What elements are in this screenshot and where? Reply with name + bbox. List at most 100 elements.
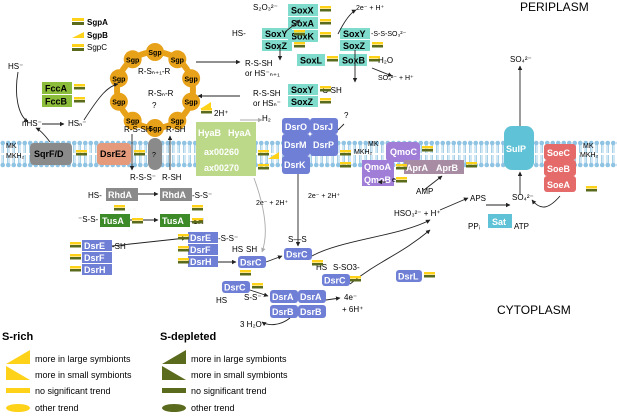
soxY1-box[interactable] [262,28,292,39]
dsrF-box[interactable] [82,252,112,263]
soeA-box[interactable] [544,176,576,192]
soxZ1-box[interactable] [262,40,292,51]
dsrJ-box[interactable] [310,118,338,134]
sqrFD-label: SqrF/D [34,149,64,159]
so4-h-label: SO₄²⁻ + H⁺ [378,75,414,82]
sat-box[interactable] [488,214,512,228]
ax00260-label: ax00260 [204,147,239,157]
dsrK-box[interactable] [282,156,310,174]
sgp-c-label: SgpC [87,43,107,52]
hyaA-box[interactable] [226,122,256,144]
sqrFD-box[interactable] [30,143,72,165]
soeC-box[interactable] [544,144,576,160]
sgp-bead-label: Sgp [126,119,139,126]
qmoB-box[interactable] [362,173,394,186]
dsrM-box[interactable] [282,134,310,156]
qmoC-box[interactable] [386,142,420,162]
soxZ3-box[interactable] [288,96,318,107]
dsrA2-box[interactable] [298,290,326,303]
dsrF-b-label: DsrF [190,245,211,255]
dsrE-b-box[interactable] [188,232,218,243]
dsrA1-box[interactable] [270,290,298,303]
dsrC1-label: DsrC [240,258,262,268]
aprB-box[interactable] [434,160,464,174]
rssh-a-label: R-S-SH [124,125,152,134]
pathway-arrows [16,9,561,327]
hs-rhd-label: HS- [88,191,102,200]
dsre-ss-label: -S-S⁻ [218,234,238,243]
soxX-box[interactable] [288,4,318,16]
sgp-bead-label: Sgp [148,126,161,133]
h3o-label: 3 H₂O [240,320,262,329]
dsrF-b-box[interactable] [188,244,218,255]
dsrL-box[interactable] [396,270,422,282]
dsrM-label: DsrM [284,140,307,150]
soxY3-box[interactable] [288,84,318,95]
thiosulfate-label: S₂O₃²⁻ [253,3,278,12]
ss-tus-label: ⁻S-S- [78,215,99,224]
trend-marker [258,150,269,156]
trend-marker [178,234,189,240]
rsh-b-label: R-SH [162,173,182,182]
aprA-label: AprA [406,163,428,173]
two-h-label: 2H⁺ [214,109,228,118]
dsrP-box[interactable] [310,134,338,156]
soeB-box[interactable] [544,160,576,176]
fccA-box[interactable] [42,82,72,94]
dsrC4-box[interactable] [222,281,250,293]
e2h-label: 2e⁻ + H⁺ [356,5,385,12]
atp-label: ATP [514,222,529,231]
globule-question: ? [152,101,157,110]
sdepl-small-label: more in small symbionts [191,370,288,380]
rhdA2-box[interactable] [160,188,192,201]
rhdA1-box[interactable] [106,188,138,201]
amp-label: AMP [416,187,433,196]
hs-soxy-label: HS- [232,29,246,38]
dsrH-b-box[interactable] [188,256,218,267]
tusA1-label: TusA [102,216,124,226]
sdepl-small-icon [162,366,186,380]
dsrB1-box[interactable] [270,305,298,318]
dsrB2-box[interactable] [298,305,326,318]
dsrO-box[interactable] [282,118,310,134]
so4-soe-label: SO₄²⁻ [512,193,534,202]
sulfur-channel [148,138,162,170]
dsrC1-box[interactable] [238,256,266,268]
tusA2-label: TusA [162,216,184,226]
dsrC2-box[interactable] [284,248,312,260]
qmoA-box[interactable] [362,160,394,173]
trend-marker [320,98,331,104]
aprA-box[interactable] [404,160,434,174]
trend-marker [320,6,331,12]
rhd-ss-label: -S-S⁻ [192,191,212,200]
trend-markers [70,6,597,289]
trend-marker [134,150,145,156]
tusA1-box[interactable] [100,214,130,227]
dsrE-box[interactable] [82,240,112,251]
soxZ2-label: SoxZ [343,41,366,51]
soxL-box[interactable] [297,54,325,66]
ax00260-box[interactable] [196,144,256,160]
e4-label: 4e⁻ [344,293,357,302]
sgp-b-label: SgpB [87,31,108,40]
soxB-box[interactable] [339,54,367,66]
soxB-label: SoxB [342,56,366,66]
soxZ1-label: SoxZ [265,41,288,51]
sulP-box[interactable] [504,126,534,170]
dsrH-b-label: DsrH [190,257,212,267]
sdepl-large-label: more in large symbionts [191,354,287,364]
soxL-label: SoxL [300,56,323,66]
dsrC3-box[interactable] [322,274,350,286]
dsrH-box[interactable] [82,264,112,275]
soxY2-box[interactable] [340,28,370,39]
soxY3-label: SoxY [291,85,314,95]
ax00270-box[interactable] [196,160,256,176]
soxZ2-box[interactable] [340,40,370,51]
tusA2-box[interactable] [160,214,190,227]
aps-label: APS [470,194,486,203]
hyaB-box[interactable] [196,122,226,144]
dsrE2-box[interactable] [97,143,131,165]
trend-marker [424,272,435,278]
fccB-box[interactable] [42,95,72,107]
sgp-bead-label: Sgp [171,119,184,126]
